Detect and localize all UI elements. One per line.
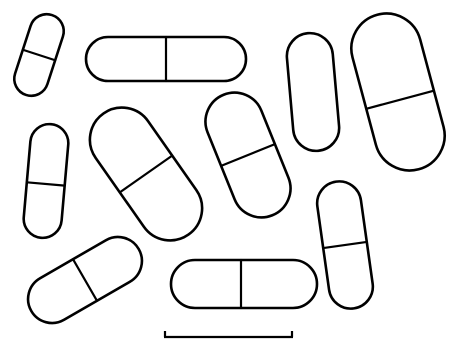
bacterial-cell: [171, 260, 317, 308]
cell-septum: [221, 144, 275, 166]
bacterial-cell: [10, 10, 68, 100]
scale-bar: [164, 331, 293, 337]
bacterial-cell: [343, 6, 450, 179]
bacterial-cell: [197, 84, 299, 226]
bacterial-cell: [19, 228, 150, 332]
cell-septum: [73, 259, 97, 301]
cell-septum: [120, 156, 172, 193]
cell-septum: [323, 242, 367, 248]
bacterial-cell: [22, 123, 70, 240]
bacterial-cell: [77, 95, 214, 253]
cell-septum: [366, 91, 434, 109]
cell-outline: [22, 123, 70, 240]
bacterial-cell: [86, 37, 246, 81]
bacterial-cell: [314, 179, 375, 312]
cell-septum: [27, 182, 65, 185]
cell-outline: [343, 6, 450, 179]
cell-septum: [23, 50, 55, 61]
cell-outline: [171, 260, 317, 308]
cell-outline: [285, 31, 341, 153]
bacterial-cell: [285, 31, 341, 153]
